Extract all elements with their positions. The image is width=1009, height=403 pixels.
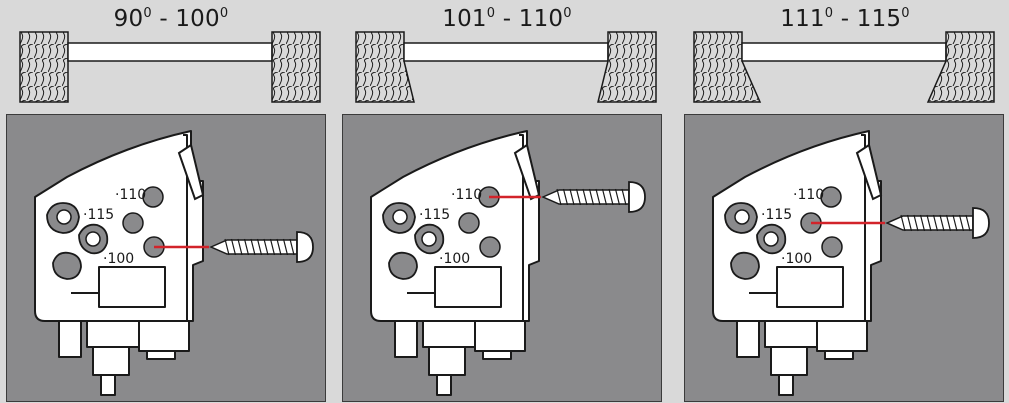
degree-mark: 0: [219, 6, 229, 21]
degree-mark: 0: [901, 6, 910, 21]
clip-lever-icon: [177, 143, 205, 201]
cam-hole-icon: [392, 209, 437, 247]
hole-115: [458, 212, 480, 234]
screw-icon: [209, 231, 314, 263]
angle-low: 111: [780, 6, 825, 32]
clip-lever-icon: [513, 143, 541, 201]
angle-panel: 1010 - 1100: [342, 0, 672, 403]
hinge-diagram: ·110 ·115 ·100: [712, 130, 990, 396]
screw-icon: [541, 181, 646, 213]
wood-block-left-icon: [19, 31, 69, 103]
door-frame-diagram: [19, 31, 321, 103]
degree-mark: 0: [824, 6, 834, 21]
label-110: ·110: [451, 187, 482, 203]
angle-low: 101: [442, 6, 487, 32]
degree-mark: 0: [486, 6, 496, 21]
range-separator: -: [151, 6, 176, 32]
label-115: ·115: [83, 207, 114, 223]
label-100: ·100: [781, 251, 812, 267]
angle-low: 90: [113, 6, 144, 32]
angle-high: 110: [518, 6, 564, 32]
hole-100: [821, 236, 843, 258]
range-separator: -: [495, 6, 519, 32]
hole-110: [820, 186, 842, 208]
angle-panel: 1110 - 1150: [680, 0, 1009, 403]
door-leaf: [67, 42, 273, 62]
hinge-diagram: ·110 ·115 ·100: [370, 130, 646, 396]
angle-range-title: 1010 - 1100: [342, 6, 672, 32]
cam-hole-icon: [734, 209, 779, 247]
angle-panel: 900 - 1000: [6, 0, 336, 403]
wood-block-right-icon: [597, 31, 657, 103]
hinge-panel: ·110 ·115 ·100: [6, 114, 326, 402]
degree-mark: 0: [143, 6, 152, 21]
clip-lever-icon: [855, 143, 883, 201]
cam-hole-icon: [56, 209, 101, 247]
wood-block-right-icon: [926, 31, 995, 103]
door-frame-diagram: [355, 31, 657, 103]
hole-110: [142, 186, 164, 208]
hinge-diagram: ·110 ·115 ·100: [34, 130, 314, 396]
door-leaf: [741, 42, 947, 62]
angle-range-title: 1110 - 1150: [680, 6, 1009, 32]
label-115: ·115: [419, 207, 450, 223]
hole-100: [479, 236, 501, 258]
label-110: ·110: [115, 187, 146, 203]
angle-high: 100: [175, 6, 220, 32]
label-100: ·100: [103, 251, 134, 267]
hole-115: [122, 212, 144, 234]
hinge-panel: ·110 ·115 ·100: [342, 114, 662, 402]
range-separator: -: [833, 6, 857, 32]
angle-range-title: 900 - 1000: [6, 6, 336, 32]
wood-block-right-icon: [271, 31, 321, 103]
label-115: ·115: [761, 207, 792, 223]
degree-mark: 0: [563, 6, 572, 21]
label-110: ·110: [793, 187, 824, 203]
screw-icon: [885, 207, 990, 239]
door-leaf: [403, 42, 609, 62]
label-100: ·100: [439, 251, 470, 267]
hinge-panel: ·110 ·115 ·100: [684, 114, 1004, 402]
door-frame-diagram: [693, 31, 995, 103]
angle-high: 115: [856, 6, 902, 32]
